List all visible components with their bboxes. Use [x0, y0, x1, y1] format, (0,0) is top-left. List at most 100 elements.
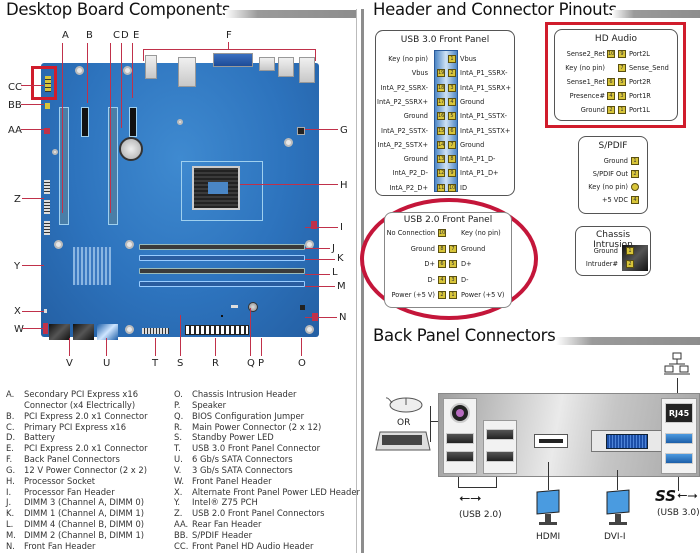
usb2-port[interactable]	[446, 451, 474, 462]
leader-line	[121, 43, 122, 128]
usb3-pin-label-right: Vbus	[460, 55, 477, 63]
usb3-pin-label-right: IntA_P1_D-	[460, 155, 496, 164]
usb2-pin-label-left: No Connection	[386, 229, 435, 237]
usb3-port[interactable]	[665, 453, 693, 464]
usb2-pin-label-right: Ground	[461, 244, 486, 253]
usb2-leader	[458, 477, 459, 487]
usb2-pin: 3	[449, 275, 457, 284]
mount-hole	[125, 325, 134, 334]
usb3-pin-label-left: IntA_P2_SSTX-	[381, 126, 428, 135]
superspeed-icon: SS	[655, 487, 677, 505]
legend-item: E.PCI Express 2.0 x1 Connector	[6, 443, 171, 454]
legend-text: PCI Express 2.0 x1 Connector	[24, 410, 148, 421]
hd_audio-pin-label-left: Presence#	[569, 92, 605, 100]
legend-key: G.	[6, 464, 16, 475]
spdif-pin	[631, 183, 639, 191]
leader-line	[110, 43, 111, 213]
legend-text: Front Fan Header	[24, 540, 96, 551]
usb2-label: (USB 2.0)	[459, 510, 502, 520]
legend-key: AA.	[174, 519, 189, 530]
legend-item: Z.USB 2.0 Front Panel Connectors	[174, 508, 359, 519]
cpu-socket-center	[208, 182, 228, 194]
legend-item: AA.Rear Fan Header	[174, 519, 359, 530]
usb2-port[interactable]	[486, 451, 514, 462]
chassis-intrusion-header	[300, 305, 305, 310]
hd-audio-header	[45, 76, 51, 92]
hd-audio-header-highlight	[31, 66, 57, 100]
legend-item: K.DIMM 1 (Channel A, DIMM 1)	[6, 508, 171, 519]
network-icon	[664, 352, 690, 375]
usb2-pin	[449, 229, 457, 237]
legend-text: Back Panel Connectors	[24, 454, 120, 465]
legend-key: C.	[6, 421, 15, 432]
usb3-pin: 2	[448, 69, 456, 78]
chassis-pin: 1	[626, 247, 634, 255]
ps2-port[interactable]	[450, 403, 470, 423]
io-port-hdmi	[259, 57, 275, 71]
legend-item: J.DIMM 3 (Channel A, DIMM 0)	[6, 497, 171, 508]
mount-hole	[284, 138, 293, 147]
section-divider	[361, 9, 364, 553]
hd_audio-pin-label-right: Port1L	[629, 106, 650, 114]
board-label-q: Q	[247, 358, 255, 369]
leader-line	[305, 259, 335, 260]
legend-key: Y.	[174, 497, 181, 508]
pcie-x16-secondary-slot	[59, 107, 69, 225]
usb2-port[interactable]	[486, 429, 514, 440]
back-panel-section-title: Back Panel Connectors	[373, 326, 556, 345]
leader-line	[215, 338, 216, 356]
leader-line	[305, 317, 337, 318]
legend-text: DIMM 1 (Channel A, DIMM 1)	[24, 508, 145, 519]
title-underline-bar	[225, 10, 356, 18]
usb2-pin-label-left: D-	[427, 275, 435, 284]
legend-key: T.	[174, 443, 181, 454]
usb2-pin: 4	[438, 275, 446, 284]
usb-stack	[483, 420, 517, 474]
usb3-pin-label-right: IntA_P1_SSRX+	[460, 83, 511, 92]
legend-item: A.Secondary PCI Express x16	[6, 389, 171, 400]
mount-hole	[125, 240, 134, 249]
legend-text: PCI Express 2.0 x1 Connector	[24, 443, 148, 454]
dvi-port[interactable]	[591, 430, 663, 452]
hdmi-port[interactable]	[534, 434, 568, 448]
legend-key: W.	[174, 475, 184, 486]
legend-text: DIMM 2 (Channel B, DIMM 1)	[24, 529, 145, 540]
hd_audio-pin: 3	[618, 92, 626, 100]
hd_audio-pin-label-left: Key (no pin)	[565, 64, 605, 72]
rj45-port[interactable]: RJ45	[665, 403, 693, 423]
usb3-label: (USB 3.0)	[657, 508, 700, 518]
usb3-pin: 15	[437, 126, 445, 135]
usb2-pin: 1	[449, 291, 457, 299]
usb3-pin: 16	[437, 112, 445, 121]
usb2-port[interactable]	[446, 433, 474, 444]
usb3-pin: 18	[437, 83, 445, 92]
legend-item: H.Processor Socket	[6, 476, 171, 487]
legend-item: BB.S/PDIF Header	[174, 530, 359, 541]
usb3-port[interactable]	[665, 433, 693, 444]
battery	[119, 137, 143, 161]
title-underline-bar	[556, 337, 700, 345]
board-label-z: Z	[14, 194, 21, 205]
legend-key: J.	[6, 497, 12, 508]
board-label-j: J	[332, 243, 335, 254]
hd_audio-pin-label-left: Ground	[580, 106, 605, 114]
legend-item: R.Main Power Connector (2 x 12)	[174, 422, 359, 433]
alt-front-panel-led-header	[44, 309, 47, 313]
ps2-leader-h	[430, 421, 444, 422]
legend-item: B.PCI Express 2.0 x1 Connector	[6, 411, 171, 422]
usb2-pin: 8	[438, 244, 446, 253]
usb2-pin-label-right: Power (+5 V)	[461, 291, 505, 299]
legend-item: V.3 Gb/s SATA Connectors	[174, 465, 359, 476]
usb3-pin-label-left: IntA_P2_SSRX+	[377, 97, 428, 106]
legend-text: Battery	[24, 432, 55, 443]
legend-text: USB 2.0 Front Panel Connectors	[192, 508, 325, 519]
legend-key: N.	[6, 540, 15, 551]
io-port-audio	[145, 55, 157, 79]
leader-line	[87, 43, 88, 103]
usb3-pin: 9	[448, 169, 456, 178]
board-label-f: F	[226, 30, 232, 41]
board-label-bb: BB	[8, 100, 22, 111]
legend-key: A.	[6, 389, 15, 399]
motherboard	[41, 53, 319, 340]
